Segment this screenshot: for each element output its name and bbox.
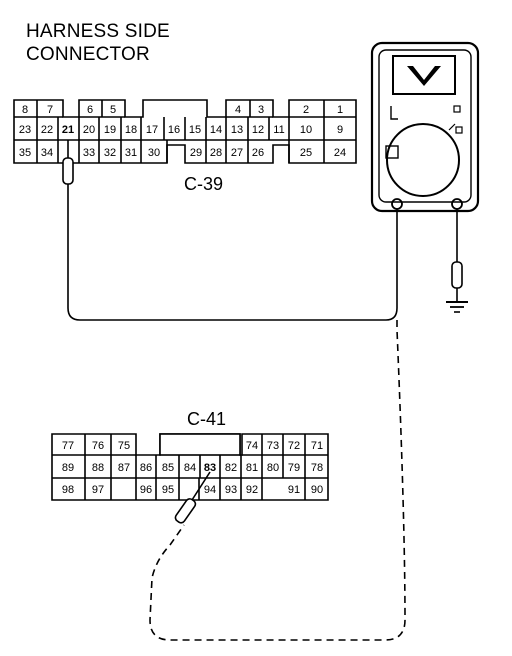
pin-33: 33: [83, 147, 95, 159]
pin-91: 91: [288, 484, 300, 496]
pin-35: 35: [19, 147, 31, 159]
pin-21: 21: [62, 124, 74, 136]
pin-20: 20: [83, 124, 95, 136]
pin-18: 18: [125, 124, 137, 136]
pin-5: 5: [110, 104, 116, 116]
probe-tip-c41: [174, 498, 197, 524]
connector-c39: [13, 99, 357, 164]
connector-c41-label: C-41: [187, 409, 226, 429]
probe-tip-ground: [451, 261, 463, 289]
pin-12: 12: [252, 124, 264, 136]
pin-31: 31: [125, 147, 137, 159]
meter-dial: [386, 123, 460, 197]
pin-14: 14: [210, 124, 222, 136]
ground-icon: [446, 301, 468, 313]
pin-95: 95: [162, 484, 174, 496]
pin-88: 88: [92, 462, 104, 474]
pin-77: 77: [62, 440, 74, 452]
pin-87: 87: [118, 462, 130, 474]
pin-89: 89: [62, 462, 74, 474]
pin-90: 90: [311, 484, 323, 496]
pin-3: 3: [258, 104, 264, 116]
meter-display: [392, 55, 456, 95]
connector-c41-pins: 77 76 75 74 73 72 71 89 88 87 86 85 84 8…: [62, 440, 323, 496]
pin-84: 84: [184, 462, 196, 474]
connector-c41: [51, 433, 329, 501]
pin-32: 32: [104, 147, 116, 159]
pin-98: 98: [62, 484, 74, 496]
meter-jack-left: [391, 198, 403, 210]
pin-85: 85: [162, 462, 174, 474]
pin-73: 73: [267, 440, 279, 452]
pin-23: 23: [19, 124, 31, 136]
pin-1: 1: [337, 104, 343, 116]
probe-tip-c39: [62, 157, 74, 185]
pin-2: 2: [303, 104, 309, 116]
pin-11: 11: [273, 124, 284, 136]
pin-83: 83: [204, 462, 216, 474]
pin-28: 28: [210, 147, 222, 159]
multimeter-icon: [370, 41, 480, 213]
connector-c39-label: C-39: [184, 174, 223, 194]
pin-76: 76: [92, 440, 104, 452]
pin-97: 97: [92, 484, 104, 496]
pin-9: 9: [337, 124, 343, 136]
pin-94: 94: [204, 484, 216, 496]
pin-75: 75: [118, 440, 130, 452]
pin-79: 79: [288, 462, 300, 474]
connector-c39-pins: 8 7 6 5 4 3 2 1 23 22 21 20 19 18 17 16 …: [19, 104, 346, 159]
pin-82: 82: [225, 462, 237, 474]
probe-wire-c41: [149, 320, 406, 641]
pin-8: 8: [22, 104, 28, 116]
pin-4: 4: [235, 104, 241, 116]
pin-6: 6: [87, 104, 93, 116]
pin-26: 26: [252, 147, 264, 159]
pin-78: 78: [311, 462, 323, 474]
pin-7: 7: [47, 104, 53, 116]
pin-22: 22: [41, 124, 53, 136]
volt-symbol-icon: [407, 66, 441, 86]
pin-16: 16: [168, 124, 180, 136]
pin-92: 92: [246, 484, 258, 496]
pin-80: 80: [267, 462, 279, 474]
pin-13: 13: [231, 124, 243, 136]
pin-34: 34: [41, 147, 53, 159]
pin-29: 29: [190, 147, 202, 159]
meter-jack-right: [451, 198, 463, 210]
pin-15: 15: [189, 124, 201, 136]
pin-72: 72: [288, 440, 300, 452]
pin-96: 96: [140, 484, 152, 496]
diagram-title: HARNESS SIDE CONNECTOR: [26, 20, 170, 66]
pin-86: 86: [140, 462, 152, 474]
pin-19: 19: [104, 124, 116, 136]
probe-wire-c39: [62, 140, 398, 321]
pin-81: 81: [246, 462, 258, 474]
pin-74: 74: [246, 440, 258, 452]
pin-93: 93: [225, 484, 237, 496]
pin-27: 27: [231, 147, 243, 159]
ground-lead: [446, 209, 468, 313]
pin-17: 17: [146, 124, 158, 136]
pin-10: 10: [300, 124, 312, 136]
title-line-1: HARNESS SIDE: [26, 21, 170, 42]
pin-30: 30: [148, 147, 160, 159]
pin-25: 25: [300, 147, 312, 159]
pin-24: 24: [334, 147, 346, 159]
pin-71: 71: [311, 440, 323, 452]
title-line-2: CONNECTOR: [26, 44, 150, 65]
